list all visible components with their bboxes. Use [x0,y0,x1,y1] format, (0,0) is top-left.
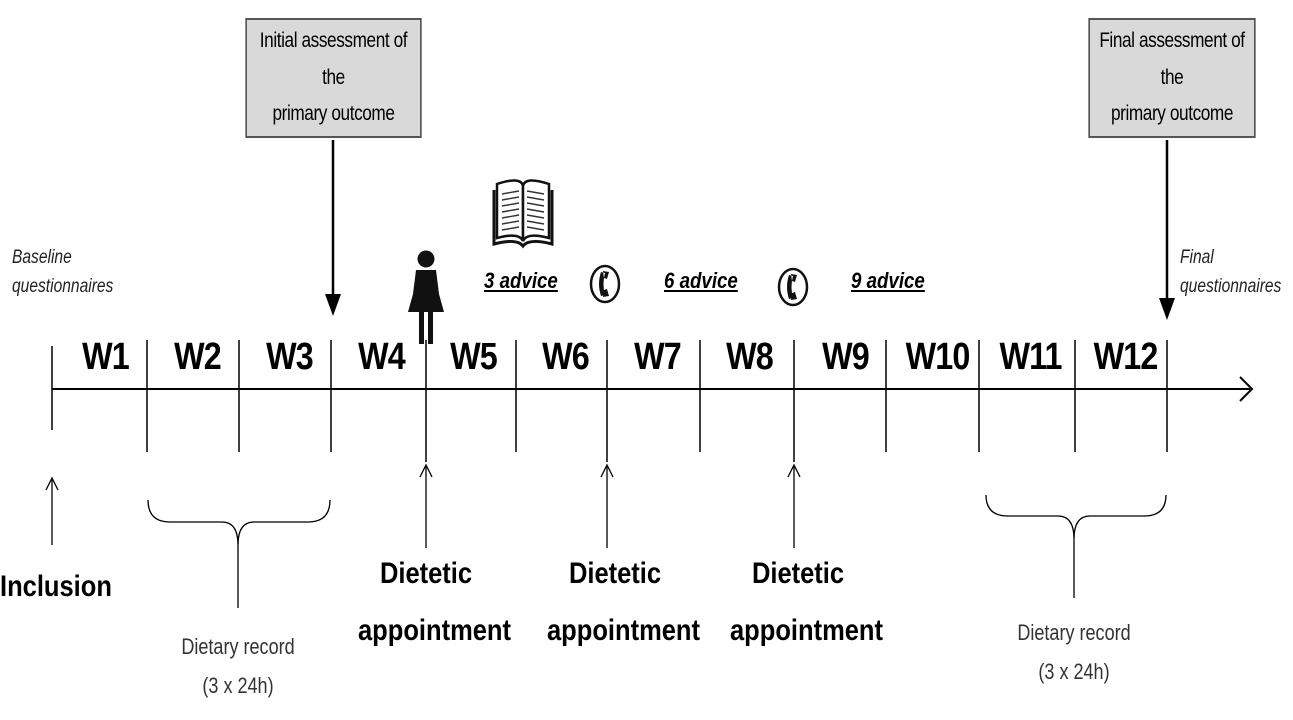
dietetic-line1: Dietetic [751,557,845,590]
week-label: W8 [726,336,774,378]
record-brace [147,499,331,608]
week-label: W1 [82,336,130,378]
dietetic-line2: appointment [547,614,700,647]
week-label: W9 [822,336,870,378]
record-brace [985,494,1167,598]
dietetic-line2: appointment [358,614,511,647]
dietetic-appointment: Dietetic appointment [358,545,511,659]
dietetic-appointment: Dietetic appointment [730,545,883,659]
week-label: W3 [266,336,314,378]
dietetic-line1: Dietetic [379,557,473,590]
dietetic-line1: Dietetic [568,557,662,590]
week-label: W12 [1093,336,1159,378]
week-label: W10 [905,336,971,378]
week-label: W5 [450,336,498,378]
week-label: W2 [174,336,222,378]
dietary-record-line1: Dietary record [1017,620,1131,645]
advice-label: 6 advice [664,268,738,293]
final-questionnaires: Final questionnaires [1180,243,1281,302]
baseline-questionnaires: Baseline questionnaires [12,243,113,302]
axis-arrowhead [1239,376,1254,402]
final-q-line2: questionnaires [1180,276,1282,298]
advice-label: 3 advice [484,268,558,293]
final-assessment-line2: primary outcome [1110,102,1234,126]
book-icon [492,179,554,249]
week-label: W6 [542,336,590,378]
week-label: W4 [358,336,406,378]
final-assessment-box: Final assessment of the primary outcome [1088,18,1256,138]
baseline-line2: questionnaires [12,276,114,298]
person-icon [408,250,444,344]
final-assessment-line1: Final assessment of the [1099,28,1245,89]
initial-assessment-box: Initial assessment of the primary outcom… [245,18,422,138]
dietetic-line2: appointment [730,614,883,647]
baseline-line1: Baseline [12,247,72,268]
final-q-line1: Final [1180,247,1214,268]
dietary-record: Dietary record (3 x 24h) [164,628,312,705]
dietary-record-line1: Dietary record [181,634,295,659]
dietary-record: Dietary record (3 x 24h) [1000,614,1148,691]
week-label: W7 [634,336,682,378]
week-label: W11 [999,336,1062,378]
dietary-record-line2: (3 x 24h) [1038,658,1110,684]
dietary-record-line2: (3 x 24h) [202,672,274,698]
initial-assessment-line1: Initial assessment of the [259,28,408,89]
phone-icon [589,264,621,304]
advice-label: 9 advice [851,268,925,293]
inclusion-label: Inclusion [0,570,112,603]
phone-icon [777,267,809,307]
dietetic-appointment: Dietetic appointment [547,545,700,659]
initial-assessment-line2: primary outcome [272,102,395,126]
